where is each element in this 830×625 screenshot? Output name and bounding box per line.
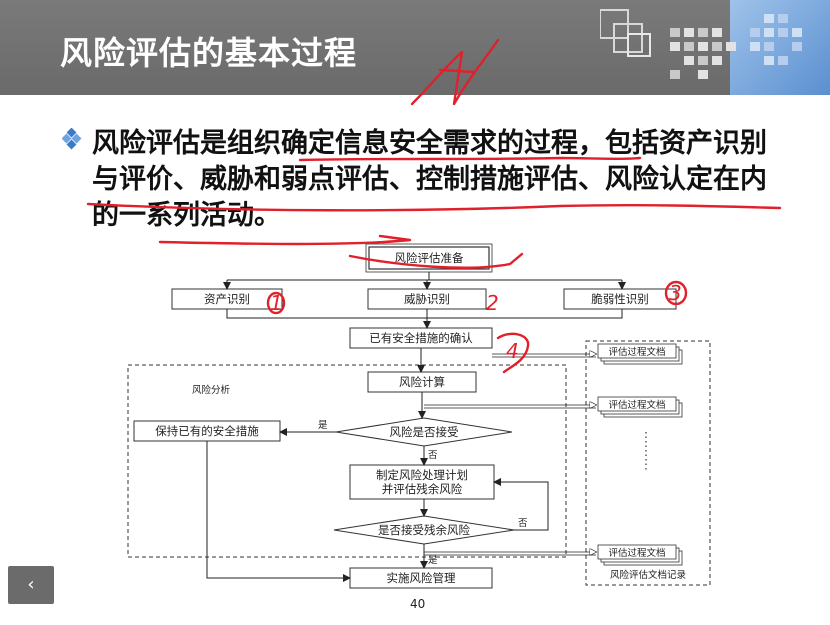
flow-connectors (206, 272, 626, 582)
label-no-residual: 否 (518, 518, 528, 529)
chevron-left-icon: ‹ (27, 574, 35, 595)
label-no: 否 (428, 450, 438, 461)
doc-stack-2 (597, 396, 683, 418)
doc-stack-1 (597, 343, 683, 365)
risk-analysis-region (127, 364, 567, 558)
label-yes: 是 (318, 420, 328, 431)
underline-line-2 (86, 202, 782, 212)
annotation-number-3: 3 (669, 281, 682, 305)
page-number: 40 (410, 597, 426, 611)
box-treatment-plan-line1: 制定风险处理计划 (376, 468, 468, 482)
doc-record-region (585, 340, 711, 586)
circle-annotation-3 (664, 280, 688, 306)
box-treatment-plan (349, 464, 495, 500)
box-vuln-id-label: 脆弱性识别 (591, 292, 649, 306)
annotation-number-4: 4 (506, 339, 519, 363)
doc-arrows (424, 354, 596, 555)
handwritten-scribble-mark (410, 38, 500, 106)
nav-back-button[interactable]: ‹ (8, 566, 54, 604)
diamond-bullet-icon (62, 128, 82, 150)
region-label-doc-records: 风险评估文档记录 (610, 569, 687, 581)
body-paragraph: 风险评估是组织确定信息安全需求的过程，包括资产识别与评价、威胁和弱点评估、控制措… (92, 128, 767, 231)
box-implement-label: 实施风险管理 (387, 571, 456, 585)
doc-stack-1-label: 评估过程文档 (608, 346, 665, 358)
box-treatment-plan-line2: 并评估残余风险 (382, 482, 463, 496)
doc-stack-2-label: 评估过程文档 (608, 399, 665, 411)
underline-line-3 (158, 234, 412, 246)
prep-underline (348, 252, 524, 269)
arrow-annotation-4 (496, 332, 530, 374)
box-risk-calc-label: 风险计算 (399, 375, 445, 389)
region-label-risk-analysis: 风险分析 (192, 384, 231, 396)
doc-stack-3 (597, 544, 683, 566)
doc-stack-3-label: 评估过程文档 (608, 547, 665, 559)
box-existing-controls-label: 已有安全措施的确认 (369, 331, 473, 345)
box-keep-controls-label: 保持已有的安全措施 (155, 424, 259, 438)
circle-annotation-1 (266, 291, 286, 315)
diamond-residual-accept-label: 是否接受残余风险 (378, 523, 470, 537)
annotation-number-1: 1 (270, 291, 283, 315)
diamond-risk-accept (335, 417, 513, 447)
label-yes-residual: 是 (428, 555, 438, 566)
box-threat-id-label: 威胁识别 (404, 292, 450, 306)
slide-title: 风险评估的基本过程 (60, 34, 358, 72)
underline-line-1 (298, 156, 642, 162)
decorative-tiles (600, 9, 802, 79)
handwritten-annotations (86, 38, 782, 374)
box-risk-prep-label: 风险评估准备 (395, 251, 464, 265)
diamond-risk-accept-label: 风险是否接受 (390, 425, 459, 439)
box-asset-id-label: 资产识别 (204, 292, 250, 306)
annotation-number-2: 2 (486, 291, 499, 315)
